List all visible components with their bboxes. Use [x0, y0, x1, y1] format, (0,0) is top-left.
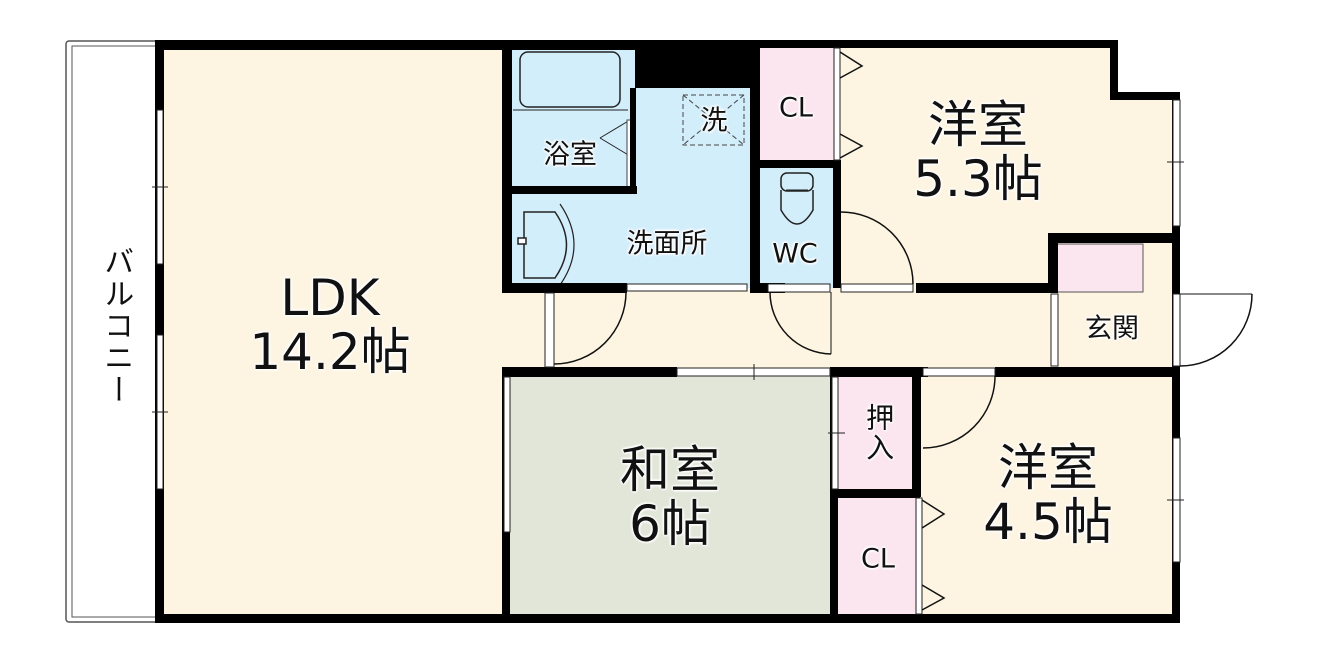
doors: [544, 47, 1253, 615]
ldk-japanese-sliding: [503, 376, 511, 533]
room-label-entrance: 玄関: [1085, 313, 1139, 345]
hall-door-swing: [553, 291, 627, 365]
room-label-wc: WC: [772, 238, 818, 270]
ldk-name: LDK: [280, 269, 380, 327]
sink-icon: [523, 211, 568, 279]
toilet-icon: [780, 172, 814, 225]
wc-door-swing: [769, 291, 832, 355]
room-label-japanese: 和室 6帖: [620, 443, 720, 551]
western1-size: 5.3帖: [913, 150, 1043, 208]
closet-bottom-floor: [838, 497, 918, 619]
oshiire-floor: [838, 376, 918, 490]
entrance-door-swing: [1179, 293, 1253, 367]
japanese-floor: [510, 372, 835, 619]
room-label-oshiire: 押入: [862, 403, 896, 463]
western1-window: [1172, 99, 1181, 227]
western2-door-frame: [922, 367, 996, 377]
washing-machine-icon: [682, 94, 745, 146]
room-label-balcony: バルコニー: [98, 246, 134, 406]
walls: [155, 40, 1180, 623]
room-label-closet-bottom: CL: [861, 543, 895, 575]
western1-door-swing: [840, 211, 914, 285]
room-label-ldk: LDK 14.2帖: [249, 271, 410, 379]
western1-door-frame: [840, 283, 914, 293]
closet-top-floor: [760, 46, 834, 162]
closet-bottom-door: [915, 497, 923, 615]
wc-door-frame: [767, 283, 831, 293]
wc-floor: [760, 166, 838, 288]
entrance-step: [1050, 293, 1059, 367]
entrance-door-frame: [1172, 293, 1181, 367]
western2-name: 洋室: [998, 439, 1098, 497]
room-label-western1: 洋室 5.3帖: [913, 98, 1043, 206]
ldk-size: 14.2帖: [249, 323, 411, 381]
floor-fills: [160, 46, 1175, 619]
bathtub-icon: [519, 51, 621, 108]
japanese-name: 和室: [620, 441, 720, 499]
room-label-bath: 浴室: [543, 139, 597, 171]
japanese-size: 6帖: [629, 495, 711, 553]
western2-door-swing: [922, 375, 996, 449]
windows: [152, 99, 1184, 563]
western1-name: 洋室: [928, 96, 1028, 154]
western2-floor: [915, 372, 1175, 619]
western2-size: 4.5帖: [983, 493, 1113, 551]
room-label-washroom: 洗面所: [626, 228, 708, 260]
washer-label: 洗: [700, 105, 728, 137]
room-label-western2: 洋室 4.5帖: [983, 441, 1113, 549]
hall-door-frame: [544, 292, 555, 368]
western1-floor: [838, 46, 1172, 288]
closet-top-door: [833, 47, 841, 161]
entrance-shoebox: [1056, 243, 1144, 293]
ldk-floor: [160, 46, 510, 619]
room-label-closet-top: CL: [779, 92, 813, 124]
